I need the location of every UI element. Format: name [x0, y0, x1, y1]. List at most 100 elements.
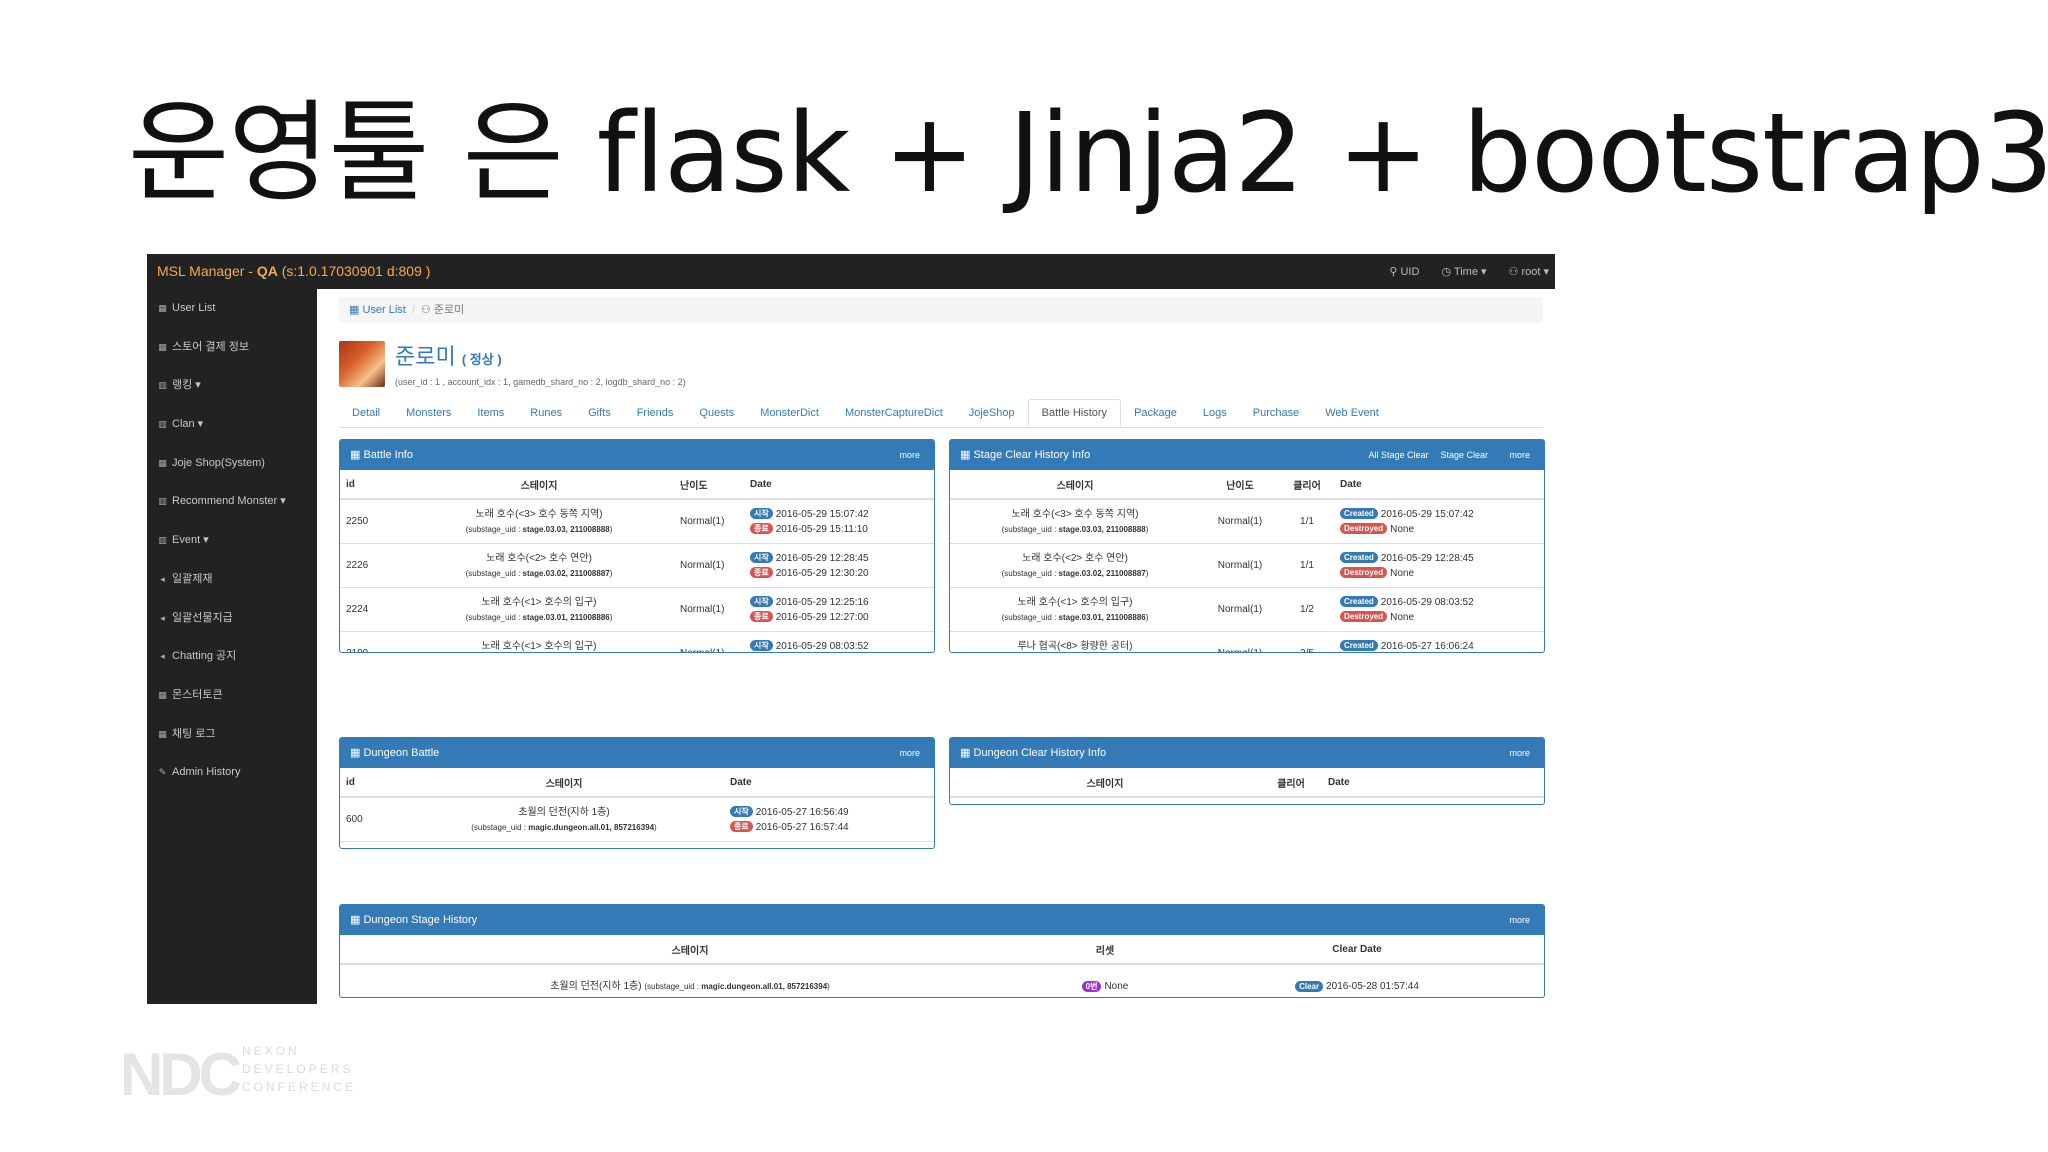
stage-name: 노래 호수(<3> 호수 동쪽 지역)	[1011, 508, 1139, 520]
bullhorn-icon: ◂	[160, 612, 165, 623]
table-row: 초월의 던전(지하 1층) (substage_uid : magic.dung…	[340, 963, 1544, 997]
tab[interactable]: Web Event	[1325, 407, 1379, 419]
sidebar-item[interactable]: ▥Clan ▾	[147, 405, 317, 444]
sidebar-item[interactable]: ▦몬스터토큰	[147, 676, 317, 715]
sidebar-item[interactable]: ◂Chatting 공지	[147, 637, 317, 676]
date-value: 2016-05-29 15:07:42	[775, 508, 869, 520]
substage-uid: (substage_uid : stage.03.01, 211008886)	[1002, 613, 1149, 622]
status-badge: 종료	[750, 567, 773, 579]
difficulty-cell: Normal(1)	[674, 498, 744, 544]
sidebar-item[interactable]: ▥ Recommend Monster ▾	[147, 482, 317, 521]
time-dropdown[interactable]: ◷ Time ▾	[1441, 265, 1486, 278]
tab[interactable]: Items	[477, 407, 505, 419]
tab[interactable]: Package	[1134, 407, 1177, 419]
sidebar-item[interactable]: ▦Joje Shop(System)	[147, 444, 317, 483]
brand-version: (s:1.0.17030901 d:809 )	[277, 263, 431, 279]
tab[interactable]: MonsterDict	[760, 407, 819, 419]
table-icon: ▦	[960, 747, 974, 759]
caret-down-icon: ▾	[1540, 266, 1549, 278]
table-row: 초월의 던전(지하 1층)(substage_uid : magic.dunge…	[950, 796, 1544, 804]
uid-search[interactable]: ⚲ UID	[1389, 265, 1419, 278]
difficulty-cell: Normal(1)	[674, 543, 744, 588]
tab[interactable]: Logs	[1202, 407, 1227, 419]
breadcrumb-root[interactable]: ▦ User List	[349, 304, 406, 316]
more-link[interactable]: more	[899, 748, 920, 758]
sidebar-item-label: Clan ▾	[172, 418, 204, 431]
more-link[interactable]: more	[1509, 450, 1530, 460]
brand[interactable]: MSL Manager - QA (s:1.0.17030901 d:809 )	[157, 254, 430, 289]
table-row: 노래 호수(<3> 호수 동쪽 지역)(substage_uid : stage…	[950, 498, 1544, 544]
panel-title: Battle Info	[363, 449, 413, 461]
table-icon: ▦	[158, 303, 167, 313]
status-badge: 시작	[750, 552, 773, 564]
tab[interactable]: Gifts	[588, 407, 611, 419]
column-header: Date	[1322, 768, 1544, 798]
tab[interactable]: Quests	[699, 407, 735, 419]
sidebar-item[interactable]: ◂일괄제재	[147, 560, 317, 599]
tab[interactable]: Monsters	[406, 407, 452, 419]
more-link[interactable]: more	[899, 450, 920, 460]
tab[interactable]: Runes	[530, 407, 563, 419]
user-dropdown[interactable]: ⚇ root ▾	[1509, 265, 1549, 278]
sidebar-item[interactable]: ▦채팅 로그	[147, 715, 317, 754]
stage-clear-table: 스테이지 난이도 클리어 Date 노래 호수(<3> 호수 동쪽 지역)(su…	[950, 470, 1544, 652]
sidebar-item[interactable]: ◂일괄선물지급	[147, 599, 317, 638]
navbar: MSL Manager - QA (s:1.0.17030901 d:809 )…	[147, 254, 1555, 289]
tab[interactable]: MonsterCaptureDict	[844, 407, 943, 419]
tab[interactable]: Purchase	[1252, 407, 1300, 419]
substage-prefix: (substage_uid :	[1001, 612, 1059, 622]
sidebar-item-label: 일괄제재	[172, 572, 213, 585]
sidebar-item[interactable]: ▦User List	[147, 289, 317, 328]
bar-chart-icon: ▥	[158, 496, 167, 507]
status-badge: Created	[1340, 508, 1378, 520]
id-cell: 2199	[340, 631, 404, 652]
column-header: 리셋	[1040, 935, 1170, 965]
clear-cell: 2/5	[1280, 631, 1334, 652]
status-badge: Destroyed	[1340, 611, 1388, 623]
tab[interactable]: Friends	[636, 407, 674, 419]
stage-name: 노래 호수(<1> 호수의 입구)	[1017, 596, 1133, 608]
user-name-text: 준로미	[395, 344, 456, 369]
avatar	[339, 341, 385, 387]
id-cell: 2224	[340, 587, 404, 632]
all-stage-clear-link[interactable]: All Stage Clear	[1368, 450, 1429, 460]
panel-links: All Stage Clear Stage Clear	[1356, 440, 1488, 470]
sidebar-item[interactable]: ▦스토어 결제 정보	[147, 328, 317, 367]
column-header: 스테이지	[404, 768, 724, 798]
sidebar-item[interactable]: ▥Event ▾	[147, 521, 317, 560]
tab[interactable]: Battle History	[1027, 399, 1122, 427]
more-link[interactable]: more	[1509, 748, 1530, 758]
edit-icon: ✎	[158, 767, 167, 778]
search-icon: ⚲	[1389, 266, 1401, 278]
stage-cell: 초월의 던전(지하 1층)(substage_uid : magic.dunge…	[404, 841, 724, 848]
sidebar-item-label: Recommend Monster ▾	[172, 495, 286, 508]
tab[interactable]: JojeShop	[968, 407, 1015, 419]
date-value: 2016-05-29 15:11:10	[775, 523, 868, 535]
status-badge: 시작	[750, 508, 773, 520]
sidebar-item-label: 채팅 로그	[172, 727, 216, 740]
table-row: 루나 협곡(<8> 황량한 공터)(substage_uid : stage.0…	[950, 631, 1544, 652]
substage-uid: (substage_uid : stage.03.02, 211008887)	[1002, 569, 1149, 578]
more-link[interactable]: more	[1509, 915, 1530, 925]
dungeon-stage-table: 스테이지 리셋 Clear Date 초월의 던전(지하 1층) (substa…	[340, 935, 1544, 997]
stage-clear-link[interactable]: Stage Clear	[1440, 450, 1488, 460]
substage-value: stage.03.01, 211008886	[522, 612, 610, 622]
substage-uid: (substage_uid : stage.03.02, 211008887)	[466, 569, 613, 578]
user-icon: ⚇	[420, 304, 434, 316]
tab[interactable]: Detail	[352, 407, 381, 419]
sidebar-item[interactable]: ✎Admin History	[147, 753, 317, 792]
sidebar-item[interactable]: ▥랭킹 ▾	[147, 366, 317, 405]
